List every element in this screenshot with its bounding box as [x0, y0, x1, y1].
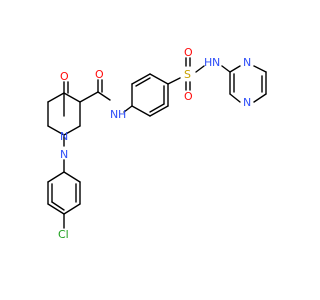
atom-pyridazine-nitrogen-1: N [60, 130, 68, 143]
bonds [47, 57, 267, 229]
atom-pyridazine-nitrogen-2: N [60, 148, 68, 161]
atom-sulfur: S [184, 68, 191, 81]
atom-pyrimidine-nitrogen-bottom: N [243, 96, 251, 109]
molecule-diagram: O O N H S O O H N N N N N Cl [47, 46, 267, 241]
atom-labels: O O N H S O O H N N N N N Cl [58, 46, 251, 241]
atom-sulfonyl-oxygen-bottom: O [184, 90, 193, 103]
atom-pyrimidine-nitrogen-top: N [243, 56, 251, 69]
atom-oxygen-amide: O [95, 68, 104, 81]
atom-sulfonamide-nitrogen: N [212, 56, 220, 69]
atom-chlorine: Cl [58, 228, 69, 241]
atom-sulfonamide-hydrogen: H [204, 56, 212, 69]
atom-sulfonyl-oxygen-top: O [184, 46, 193, 59]
atom-oxygen-ketone: O [60, 70, 69, 83]
atom-amide-hydrogen: H [118, 108, 126, 121]
atom-amide-nitrogen: N [110, 108, 118, 121]
